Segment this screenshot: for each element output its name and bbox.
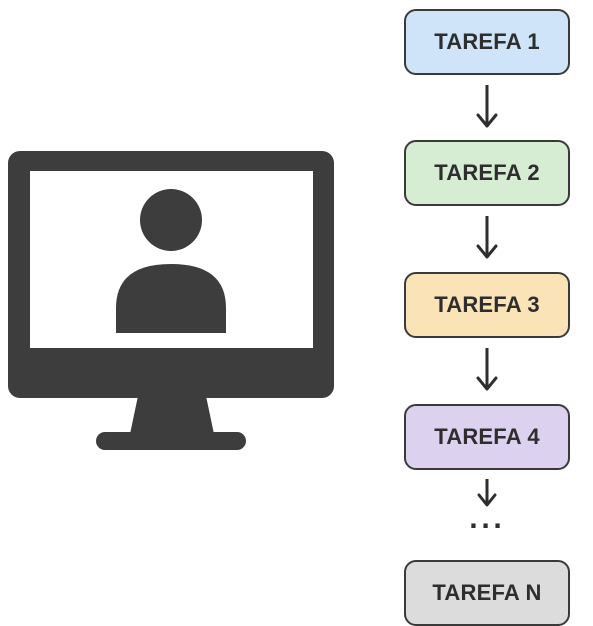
ellipsis: ... [468,506,506,534]
user-body-icon [116,264,226,333]
task-box-3: TAREFA 3 [404,272,570,338]
monitor-stand-base [96,432,246,450]
task-box-1: TAREFA 1 [404,9,570,75]
arrow-down-icon [476,348,498,391]
monitor-stand-neck [130,396,214,434]
task-box-2: TAREFA 2 [404,140,570,206]
task-box-n: TAREFA N [404,560,570,626]
arrow-down-icon [476,216,498,259]
task-box-4: TAREFA 4 [404,404,570,470]
arrow-down-icon [477,479,497,507]
user-head-icon [140,189,202,251]
arrow-down-icon [476,85,498,128]
